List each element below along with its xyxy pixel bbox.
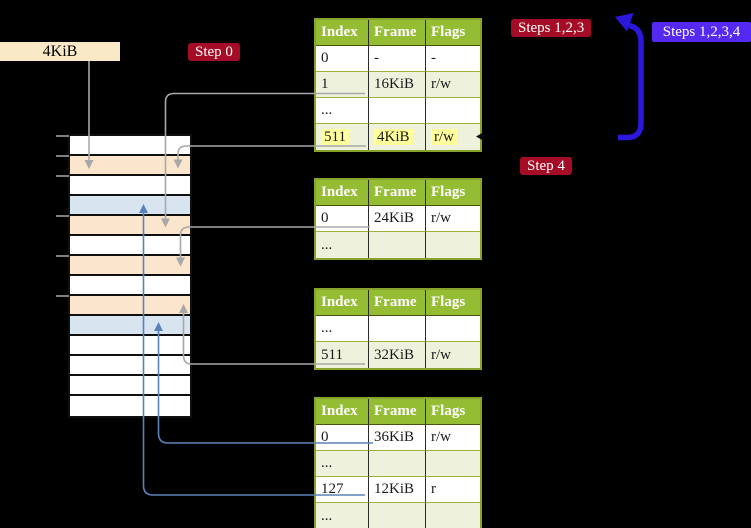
memory-row-3 xyxy=(70,176,190,196)
column-header-frame: Frame xyxy=(369,180,426,206)
table-cell xyxy=(369,232,426,258)
table-cell: r/w xyxy=(426,72,480,98)
step4-badge: Step 4 xyxy=(520,157,572,175)
table-cell xyxy=(426,316,480,342)
memory-tick xyxy=(56,135,69,137)
table-cell: ... xyxy=(316,451,369,477)
table-cell: 1 xyxy=(316,72,369,98)
highlighted-value: 4KiB xyxy=(374,128,413,145)
table-cell: ... xyxy=(316,316,369,342)
physical-memory-stack xyxy=(68,134,192,418)
memory-row-1 xyxy=(70,136,190,156)
column-header-flags: Flags xyxy=(426,20,480,46)
table-cell: 0 xyxy=(316,425,369,451)
table-cell: 36KiB xyxy=(369,425,426,451)
table-cell: r/w xyxy=(426,206,480,232)
steps-123-badge: Steps 1,2,3 xyxy=(511,19,592,37)
column-header-index: Index xyxy=(316,20,369,46)
table-cell: 511 xyxy=(316,124,369,150)
table-cell: ... xyxy=(316,232,369,258)
memory-row-8 xyxy=(70,276,190,296)
table-cell xyxy=(369,316,426,342)
recursive-loop-arrow xyxy=(615,13,644,141)
table-cell xyxy=(426,503,480,528)
table-cell: - xyxy=(426,46,480,72)
column-header-flags: Flags xyxy=(426,290,480,316)
memory-row-10 xyxy=(70,316,190,336)
table-cell xyxy=(369,98,426,124)
table-cell: r/w xyxy=(426,425,480,451)
column-header-frame: Frame xyxy=(369,290,426,316)
table-cell: 127 xyxy=(316,477,369,503)
table-cell xyxy=(426,451,480,477)
table-cell: ... xyxy=(316,503,369,528)
table-cell: r/w xyxy=(426,342,480,368)
column-header-index: Index xyxy=(316,290,369,316)
memory-row-2 xyxy=(70,156,190,176)
table-cell: 16KiB xyxy=(369,72,426,98)
steps-1234-badge: Steps 1,2,3,4 xyxy=(652,22,751,42)
memory-row-11 xyxy=(70,336,190,356)
page-table-level4: Index Frame Flags 0 - - 1 16KiB r/w ... … xyxy=(314,18,482,152)
page-table-level1: Index Frame Flags 0 36KiB r/w ... 127 12… xyxy=(314,397,482,528)
table-cell: 24KiB xyxy=(369,206,426,232)
memory-tick xyxy=(56,215,69,217)
table-cell: r/w xyxy=(426,124,480,150)
memory-row-14 xyxy=(70,396,190,416)
table-cell: 511 xyxy=(316,342,369,368)
memory-row-5 xyxy=(70,216,190,236)
page-table-level3: Index Frame Flags 0 24KiB r/w ... xyxy=(314,178,482,260)
table-cell xyxy=(426,98,480,124)
memory-tick xyxy=(56,295,69,297)
table-cell: 32KiB xyxy=(369,342,426,368)
highlighted-value: r/w xyxy=(431,128,457,145)
column-header-index: Index xyxy=(316,399,369,425)
memory-row-7 xyxy=(70,256,190,276)
memory-tick xyxy=(56,255,69,257)
memory-tick xyxy=(56,155,69,157)
column-header-index: Index xyxy=(316,180,369,206)
column-header-flags: Flags xyxy=(426,180,480,206)
memory-row-4 xyxy=(70,196,190,216)
table-cell xyxy=(369,503,426,528)
table-cell: r xyxy=(426,477,480,503)
table-cell: 0 xyxy=(316,46,369,72)
table-cell: ... xyxy=(316,98,369,124)
memory-row-13 xyxy=(70,376,190,396)
memory-tick xyxy=(56,175,69,177)
column-header-frame: Frame xyxy=(369,399,426,425)
table-cell: 0 xyxy=(316,206,369,232)
column-header-flags: Flags xyxy=(426,399,480,425)
table-cell: 4KiB xyxy=(369,124,426,150)
memory-row-12 xyxy=(70,356,190,376)
table-cell: - xyxy=(369,46,426,72)
step0-badge: Step 0 xyxy=(188,43,240,61)
table-cell xyxy=(369,451,426,477)
memory-row-6 xyxy=(70,236,190,256)
table-cell: 12KiB xyxy=(369,477,426,503)
memory-row-9 xyxy=(70,296,190,316)
column-header-frame: Frame xyxy=(369,20,426,46)
page-table-level2: Index Frame Flags ... 511 32KiB r/w xyxy=(314,288,482,370)
table-cell xyxy=(426,232,480,258)
page-size-label: 4KiB xyxy=(0,42,120,61)
highlighted-value: 511 xyxy=(321,128,349,145)
